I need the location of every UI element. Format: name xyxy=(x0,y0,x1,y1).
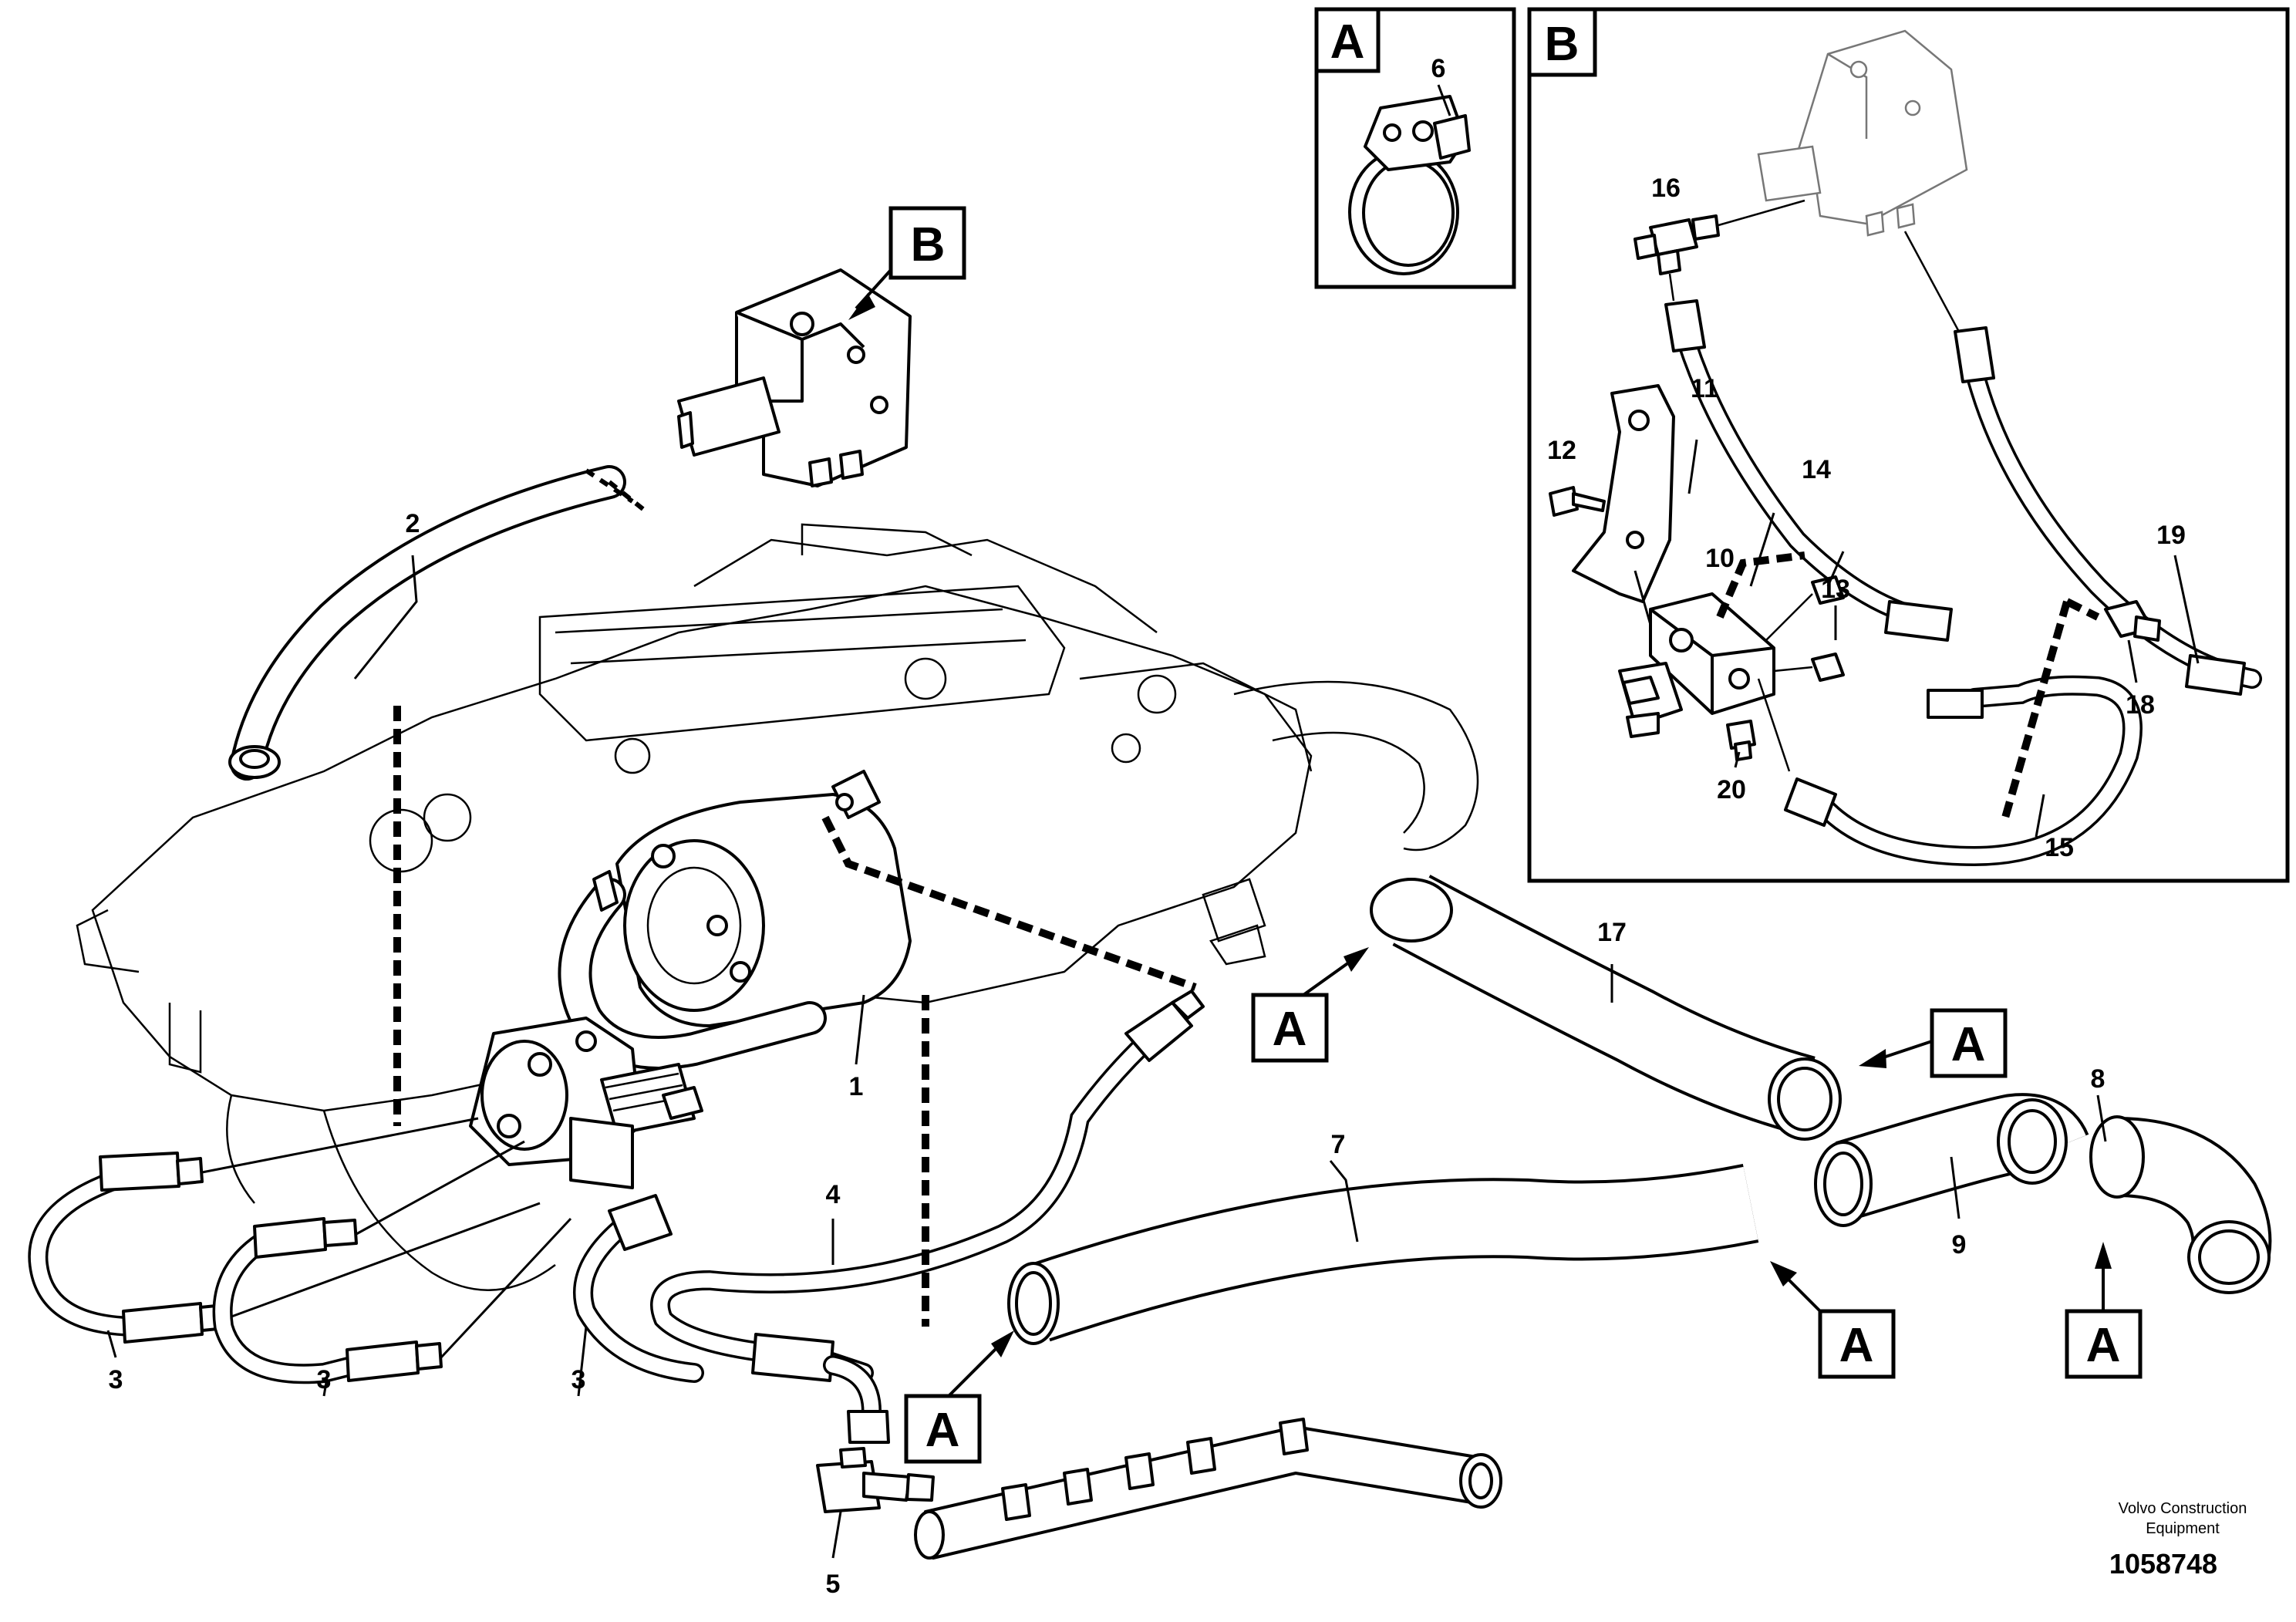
hose-7 xyxy=(1007,1164,1759,1345)
maker-line-2: Equipment xyxy=(2146,1520,2220,1537)
part-number-labels: 1 2 3 3 3 4 5 6 7 8 9 10 11 12 13 14 15 … xyxy=(109,54,2186,1599)
maker-line-1: Volvo Construction xyxy=(2119,1500,2247,1517)
view-marker-a-center: A xyxy=(1251,947,1369,1063)
label-8: 8 xyxy=(2091,1064,2106,1094)
label-12: 12 xyxy=(1547,436,1576,465)
label-14: 14 xyxy=(1802,455,1831,484)
label-7: 7 xyxy=(1331,1130,1346,1159)
hose-4 xyxy=(650,990,1205,1444)
hose-14 xyxy=(1664,299,1953,642)
hose-17 xyxy=(1370,875,1842,1141)
label-18: 18 xyxy=(2126,690,2155,720)
supply-tube xyxy=(914,1418,1502,1560)
leader-lines xyxy=(106,555,2107,1559)
inset-a: A xyxy=(1314,7,1516,289)
label-6: 6 xyxy=(1431,54,1446,83)
label-13: 13 xyxy=(1821,575,1850,604)
svg-text:A: A xyxy=(1951,1018,1986,1071)
hose-19 xyxy=(1954,326,2262,696)
label-10: 10 xyxy=(1705,544,1735,573)
tee-fitting-16 xyxy=(1633,214,1720,275)
label-17: 17 xyxy=(1597,918,1627,947)
hose-2 xyxy=(228,465,649,781)
elbow-hose-9 xyxy=(1814,1093,2089,1227)
hose-clamp-6 xyxy=(1348,95,1471,275)
hose-15 xyxy=(1784,675,2143,867)
label-20: 20 xyxy=(1717,775,1746,804)
drawing-number: 1058748 xyxy=(2109,1548,2217,1580)
adapter-13a xyxy=(1811,575,1845,605)
svg-text:A: A xyxy=(1273,1003,1307,1056)
svg-text:B: B xyxy=(911,218,946,271)
view-marker-a-left: A xyxy=(904,1330,1014,1464)
inset-b: B xyxy=(1527,7,2290,883)
label-5: 5 xyxy=(826,1570,841,1599)
label-2: 2 xyxy=(406,509,420,538)
block-10 xyxy=(1649,592,1775,715)
screw-12 xyxy=(1549,486,1606,517)
sensor-10 xyxy=(1618,662,1683,738)
view-marker-a-bottom xyxy=(1627,1500,1628,1501)
label-3b: 3 xyxy=(317,1365,332,1394)
valve-block-b-ref xyxy=(677,268,912,487)
svg-text:B: B xyxy=(1545,18,1580,71)
short-hoses-3 xyxy=(28,1117,704,1384)
adapter-18 xyxy=(2104,600,2161,642)
label-11: 11 xyxy=(1691,374,1718,403)
svg-text:A: A xyxy=(1330,15,1365,69)
label-16: 16 xyxy=(1651,174,1681,203)
label-4: 4 xyxy=(826,1180,841,1209)
view-marker-b: B xyxy=(848,206,966,320)
tee-fitting-5 xyxy=(816,1447,935,1513)
svg-text:A: A xyxy=(1839,1319,1874,1372)
adapter-13b xyxy=(1811,653,1845,682)
pump-assembly xyxy=(469,770,912,1189)
label-19: 19 xyxy=(2156,521,2186,550)
engine-block xyxy=(76,523,1479,1291)
view-marker-a-8: A xyxy=(2065,1242,2143,1379)
label-3c: 3 xyxy=(571,1365,586,1394)
bracket-11 xyxy=(1572,384,1675,603)
view-marker-a-17: A xyxy=(1859,1008,2008,1078)
label-15: 15 xyxy=(2045,833,2074,862)
label-3a: 3 xyxy=(109,1365,123,1394)
dashed-connections xyxy=(393,706,1197,1327)
elbow-hose-8 xyxy=(2089,1115,2272,1294)
view-marker-a-9: A xyxy=(1770,1261,1896,1379)
svg-text:A: A xyxy=(925,1404,960,1457)
label-1: 1 xyxy=(849,1072,864,1101)
valve-block-ghost xyxy=(1757,29,1968,237)
label-9: 9 xyxy=(1952,1230,1967,1259)
svg-text:A: A xyxy=(2086,1319,2121,1372)
drawing-footer: Volvo Construction Equipment 1058748 xyxy=(2109,1500,2247,1580)
plug-20 xyxy=(1726,720,1756,761)
